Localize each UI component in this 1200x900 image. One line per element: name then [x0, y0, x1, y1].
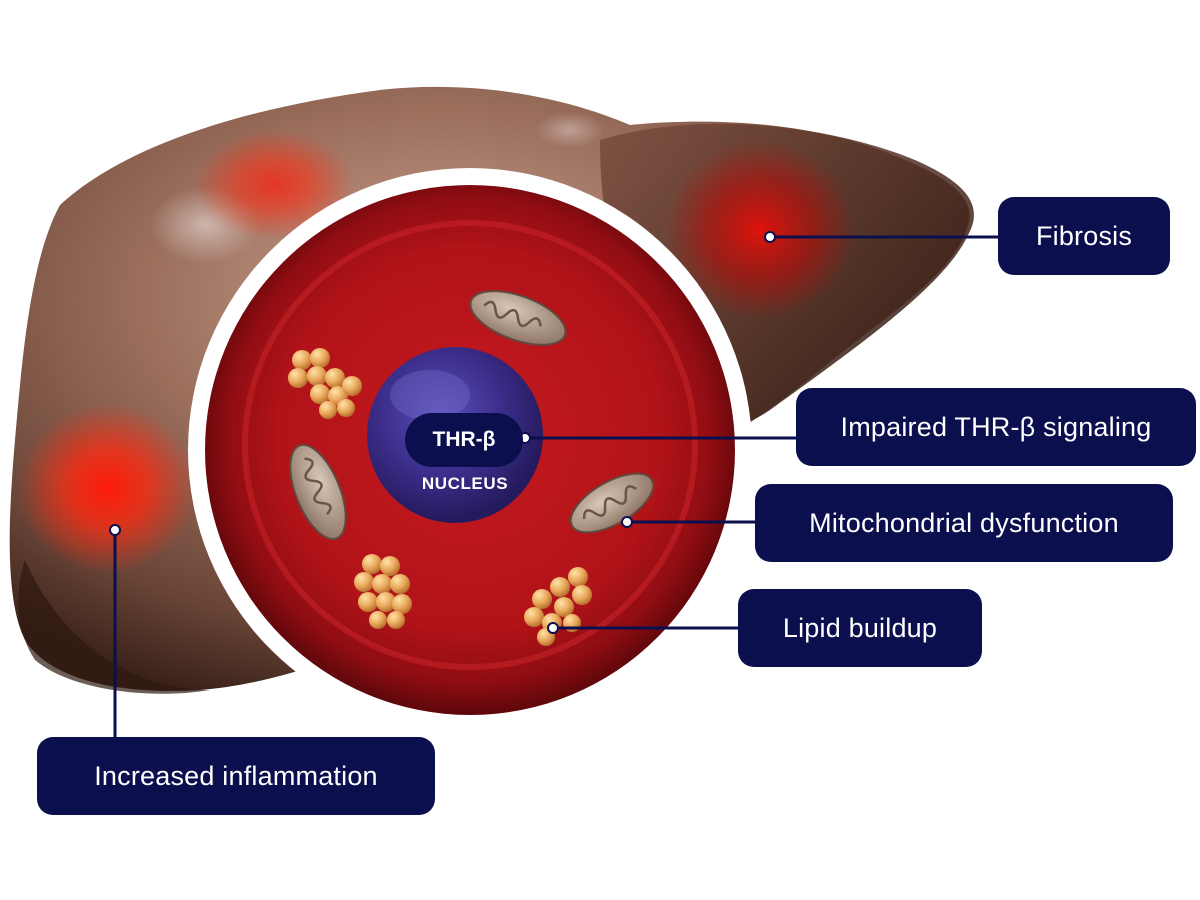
callout-thr-signaling: Impaired THR-β signaling	[796, 388, 1196, 466]
thr-beta-label: THR-β	[405, 413, 523, 467]
leader-dot-fibrosis	[764, 231, 776, 243]
mitochondrion-icon	[469, 290, 567, 346]
nucleus-label: NUCLEUS	[421, 474, 509, 493]
callout-increased-inflammation: Increased inflammation	[37, 737, 435, 815]
inflammation-hotspot	[18, 403, 198, 573]
fibrosis-hotspot	[665, 140, 855, 320]
liver-highlight-2	[535, 112, 605, 148]
leader-dot-mito	[621, 516, 633, 528]
leader-lines	[113, 235, 998, 737]
inflammation-hotspot-top	[195, 130, 355, 240]
cell-membrane-inner	[242, 220, 698, 670]
callout-lipid-buildup: Lipid buildup	[738, 589, 982, 667]
leader-dot-lipid	[547, 622, 559, 634]
mitochondrion-icon	[289, 443, 347, 541]
liver-lower-shadow	[18, 560, 210, 694]
callout-fibrosis: Fibrosis	[998, 197, 1170, 275]
callout-mitochondrial-dysfunction: Mitochondrial dysfunction	[755, 484, 1173, 562]
leader-dot-inflammation	[109, 524, 121, 536]
lipid-droplet-cluster-icon	[354, 554, 412, 629]
lipid-droplet-cluster-icon	[288, 348, 362, 419]
